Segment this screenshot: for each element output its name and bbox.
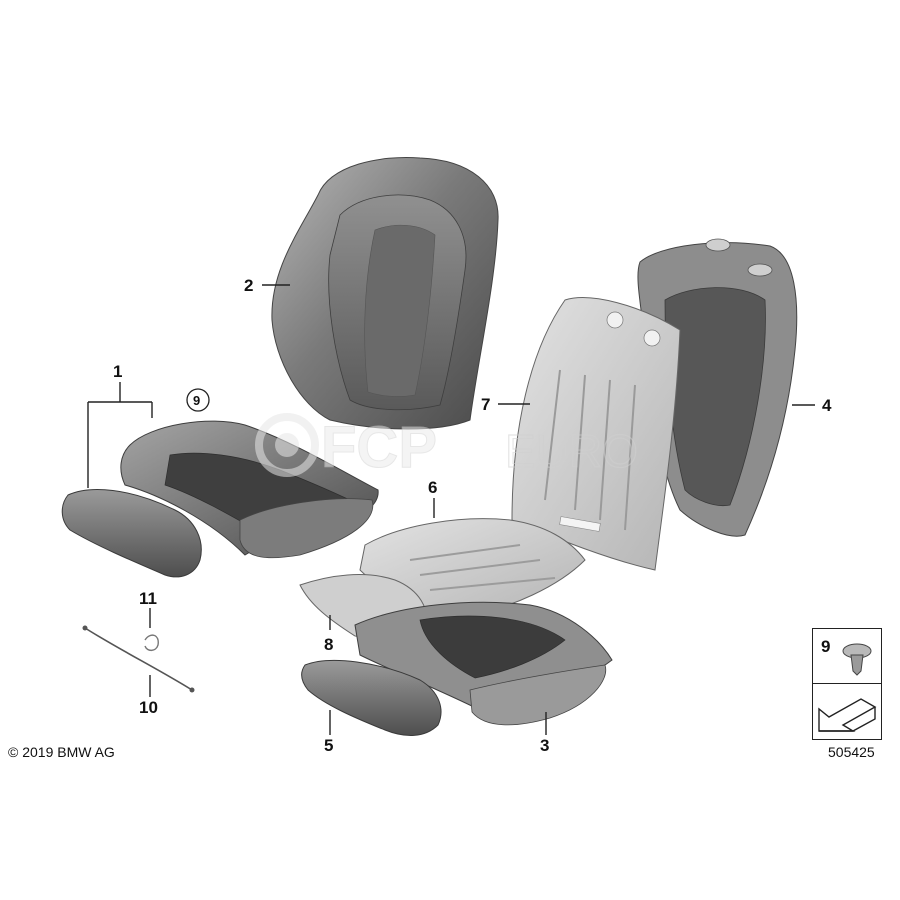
watermark-text-light: EURO (505, 425, 638, 477)
callout-2: 2 (244, 276, 253, 295)
callout-6: 6 (428, 478, 437, 497)
backrest-foam-part (511, 297, 681, 571)
arrow-icon (818, 698, 877, 732)
seat-cushion-cover-part (120, 420, 379, 559)
callout-11: 11 (139, 589, 157, 608)
legend-box: 9 (812, 628, 882, 740)
diagram-reference-number: 505425 (828, 744, 875, 760)
backrest-frame-part (637, 238, 798, 537)
callout-7: 7 (481, 395, 490, 414)
watermark-text-bold: FCP (321, 415, 437, 480)
callout-8: 8 (324, 635, 333, 654)
callout-1: 1 (113, 362, 122, 381)
fcp-logo-icon (255, 413, 319, 477)
callout-3: 3 (540, 736, 549, 755)
clip-icon (842, 643, 872, 676)
callout-10: 10 (139, 698, 158, 717)
legend-number: 9 (821, 637, 831, 656)
clip-part (144, 634, 159, 652)
callout-5: 5 (324, 736, 333, 755)
callout-9-circle (186, 388, 210, 412)
callout-4: 4 (822, 396, 832, 415)
copyright-text: © 2019 BMW AG (8, 744, 115, 760)
legend-divider (813, 683, 881, 684)
callout-9: 9 (193, 393, 200, 408)
seat-base-part (354, 601, 613, 726)
seat-front-pad-lower-part (301, 659, 442, 736)
wire-part (82, 625, 195, 693)
backrest-cover-part (271, 157, 499, 430)
seat-front-pad-part (61, 489, 202, 578)
fcp-euro-watermark: FCP EURO (255, 410, 655, 485)
leader-line-1 (87, 382, 153, 488)
